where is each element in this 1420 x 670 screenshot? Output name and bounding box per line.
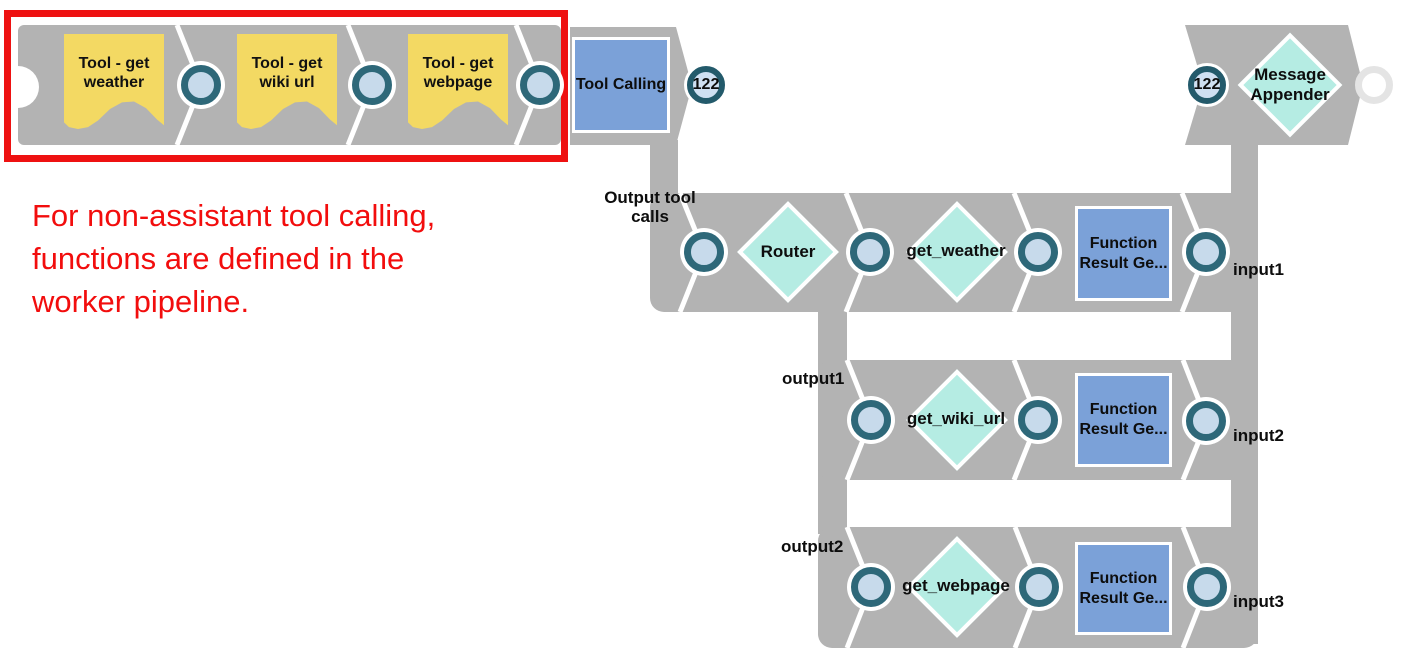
connector-port-output-tool-calls[interactable] bbox=[684, 232, 724, 272]
pipeline-end-circle[interactable] bbox=[1355, 66, 1393, 104]
output-tool-calls-label: Output tool calls bbox=[604, 188, 696, 226]
connector-port-input3[interactable] bbox=[1187, 567, 1227, 607]
tool-calling-node[interactable]: Tool Calling bbox=[572, 37, 670, 133]
annotation-line-3: worker pipeline. bbox=[32, 284, 250, 319]
connector-port-output2[interactable] bbox=[851, 567, 891, 607]
connector-port[interactable] bbox=[1019, 567, 1059, 607]
function-result-node-2[interactable]: Function Result Ge... bbox=[1075, 373, 1172, 467]
input3-label: input3 bbox=[1233, 592, 1284, 611]
token-count-badge[interactable]: 122 bbox=[1188, 66, 1226, 104]
connector-port[interactable] bbox=[1018, 400, 1058, 440]
message-appender-label: Message Appender bbox=[1250, 65, 1330, 104]
connector-port-input1[interactable] bbox=[1186, 232, 1226, 272]
function-result-node-3[interactable]: Function Result Ge... bbox=[1075, 542, 1172, 635]
annotation-line-2: functions are defined in the bbox=[32, 241, 405, 276]
connector-port[interactable] bbox=[1018, 232, 1058, 272]
function-result-node-1[interactable]: Function Result Ge... bbox=[1075, 206, 1172, 301]
connector-port[interactable] bbox=[520, 65, 560, 105]
connector-port[interactable] bbox=[850, 232, 890, 272]
output2-label: output2 bbox=[781, 537, 844, 556]
annotation-text: For non-assistant tool calling, function… bbox=[32, 194, 532, 323]
router-label: Router bbox=[760, 242, 816, 261]
get-wiki-url-label: get_wiki_url bbox=[906, 409, 1006, 428]
annotation-box bbox=[4, 10, 568, 162]
input2-label: input2 bbox=[1233, 426, 1284, 445]
collector-band bbox=[1231, 142, 1258, 644]
drop-connector-1 bbox=[650, 140, 678, 198]
connector-port-output1[interactable] bbox=[851, 400, 891, 440]
output1-label: output1 bbox=[782, 369, 845, 388]
annotation-line-1: For non-assistant tool calling, bbox=[32, 198, 436, 233]
connector-port-input2[interactable] bbox=[1186, 401, 1226, 441]
get-webpage-label: get_webpage bbox=[902, 576, 1010, 595]
connector-port[interactable] bbox=[181, 65, 221, 105]
connector-port[interactable] bbox=[352, 65, 392, 105]
get-weather-label: get_weather bbox=[906, 241, 1006, 260]
input1-label: input1 bbox=[1233, 260, 1284, 279]
token-count-badge[interactable]: 122 bbox=[687, 66, 725, 104]
